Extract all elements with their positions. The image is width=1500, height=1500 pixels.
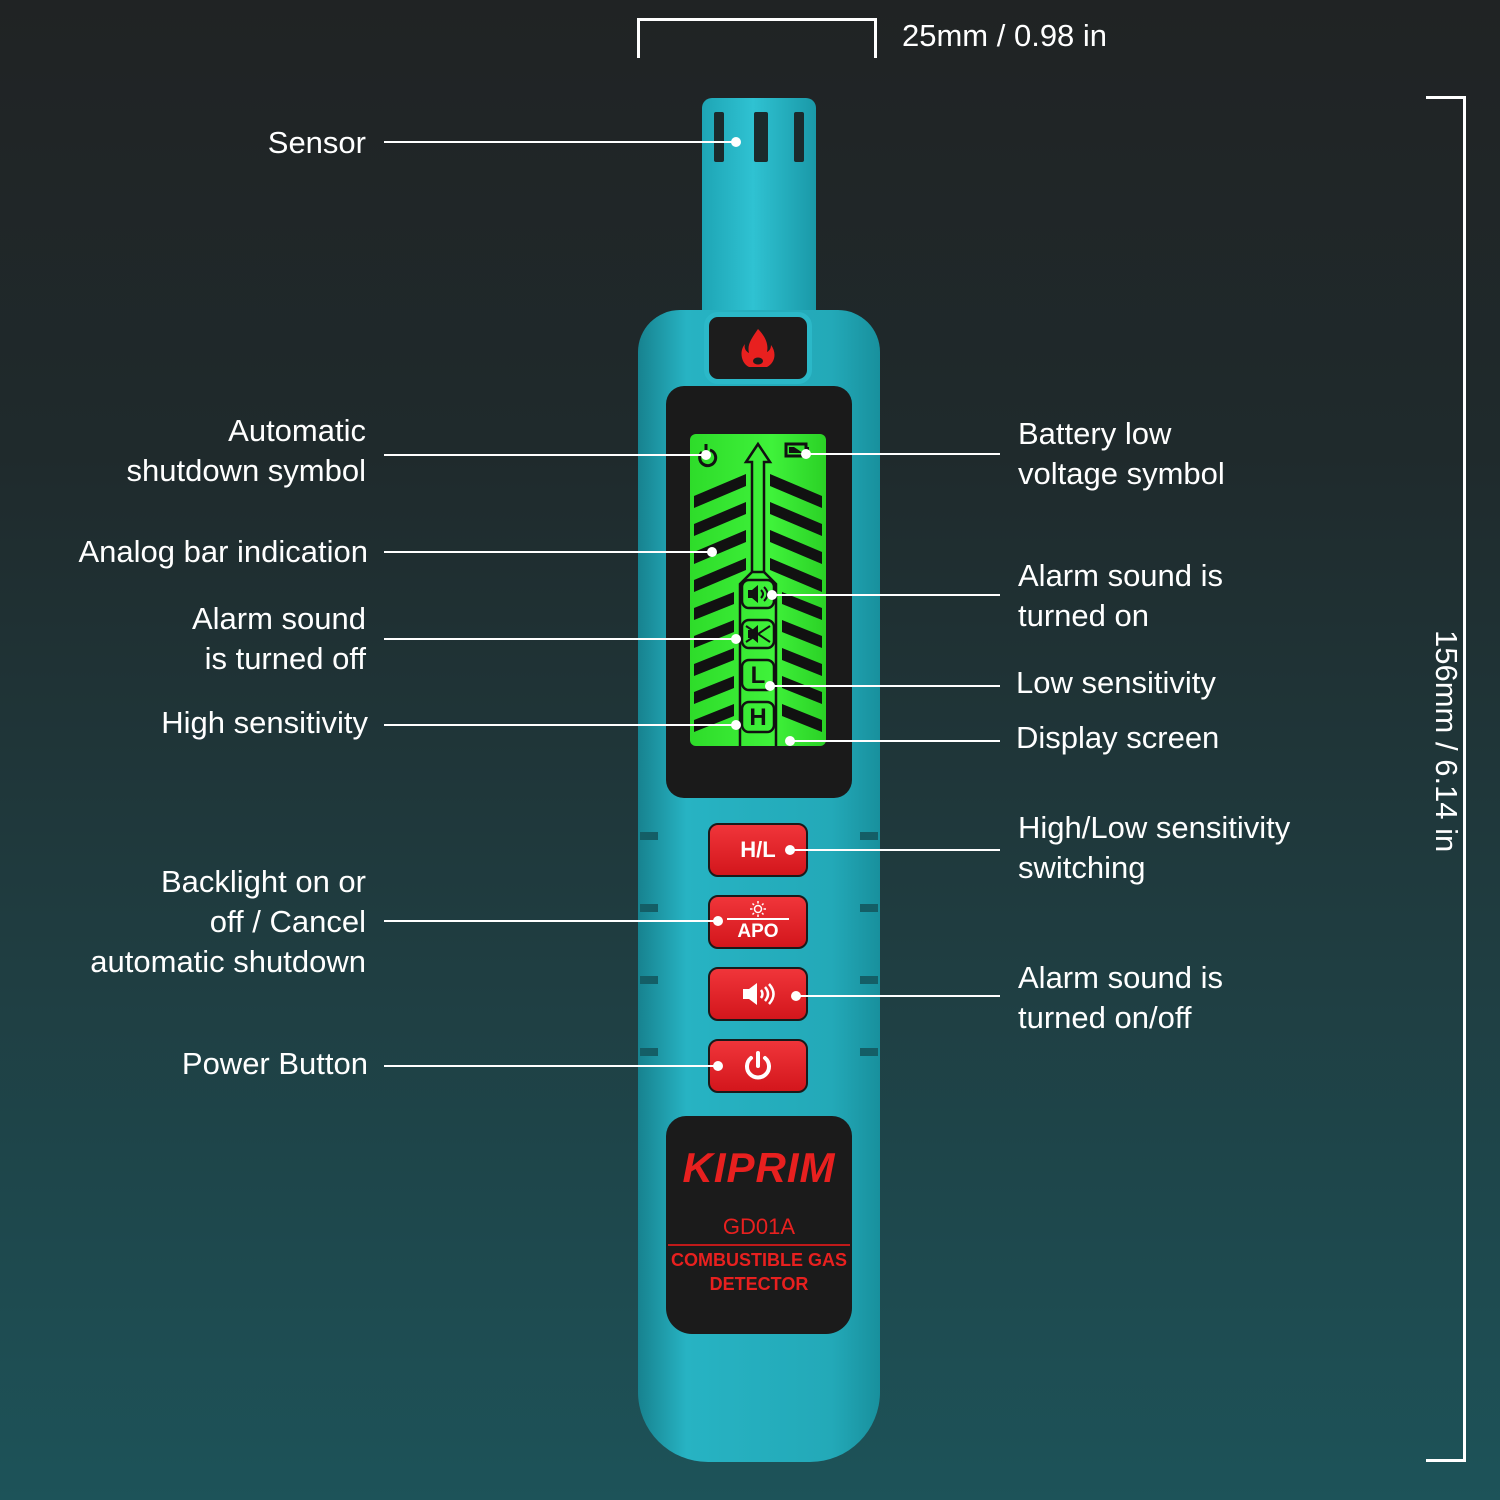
grip-notch: [640, 832, 658, 840]
arrow-up-icon: [738, 441, 778, 746]
brand-logo: KIPRIM: [682, 1144, 836, 1191]
callout-dot: [767, 590, 777, 600]
callout-dot: [785, 736, 795, 746]
callout-line: [384, 551, 712, 553]
callout-dot: [765, 681, 775, 691]
flame-indicator: [704, 312, 812, 384]
speaker-off-icon: [740, 618, 776, 650]
callout-analog-bar: Analog bar indication: [78, 534, 368, 569]
callout-dot: [713, 1061, 723, 1071]
power-icon: [745, 1051, 771, 1080]
callout-dot: [713, 916, 723, 926]
brand-divider: [668, 1244, 850, 1246]
grip-notch: [640, 1048, 658, 1056]
backlight-apo-button[interactable]: APO: [708, 895, 808, 949]
alarm-sound-button[interactable]: [708, 967, 808, 1021]
model-number: GD01A: [722, 1214, 796, 1239]
grip-notch: [640, 904, 658, 912]
grip-notch: [860, 1048, 878, 1056]
apo-divider: [727, 918, 789, 920]
height-dimension-label: 156mm / 6.14 in: [1429, 630, 1464, 853]
callout-dot: [731, 720, 741, 730]
grip-notch: [640, 976, 658, 984]
callout-high-sensitivity: High sensitivity: [161, 705, 368, 740]
callout-dot: [701, 450, 711, 460]
sensor-vent: [714, 112, 724, 162]
callout-display-screen: Display screen: [1016, 720, 1220, 755]
callout-line: [796, 995, 1000, 997]
callout-dot: [791, 991, 801, 1001]
callout-line: [790, 849, 1000, 851]
low-sensitivity-indicator: [740, 658, 776, 692]
hl-button-label: H/L: [740, 837, 776, 862]
callout-dot: [707, 547, 717, 557]
callout-low-sensitivity: Low sensitivity: [1016, 665, 1216, 700]
flame-icon: [741, 329, 775, 367]
callout-line: [806, 453, 1000, 455]
callout-line: [384, 141, 736, 143]
sensor-probe: [702, 98, 816, 318]
brand-panel: KIPRIM GD01A COMBUSTIBLE GAS DETECTOR: [666, 1116, 852, 1334]
apo-button-label: APO: [737, 921, 779, 942]
callout-line: [384, 454, 706, 456]
callout-dot: [785, 845, 795, 855]
callout-line: [384, 724, 736, 726]
speaker-icon: [743, 983, 775, 1005]
power-button[interactable]: [708, 1039, 808, 1093]
high-sensitivity-indicator: [740, 700, 776, 734]
high-sensitivity-letter: H: [749, 704, 767, 731]
callout-alarm-on: Alarm sound is turned on: [1018, 558, 1224, 633]
callout-battery-low: Battery low voltage symbol: [1018, 416, 1225, 491]
callout-backlight-apo: Backlight on or off / Cancel automatic s…: [90, 864, 366, 979]
callout-line: [772, 594, 1000, 596]
callout-alarm-off: Alarm sound is turned off: [191, 601, 366, 676]
callout-line: [770, 685, 1000, 687]
width-dimension-bracket: [637, 18, 877, 58]
low-sensitivity-letter: L: [750, 662, 766, 689]
width-dimension-label: 25mm / 0.98 in: [902, 18, 1108, 53]
callout-power-button: Power Button: [181, 1046, 368, 1081]
callout-line: [384, 1065, 718, 1067]
callout-auto-shutdown: Automatic shutdown symbol: [126, 413, 366, 488]
callout-sensor: Sensor: [267, 125, 366, 160]
callout-dot: [731, 634, 741, 644]
sensor-vent: [794, 112, 804, 162]
analog-bars: [694, 474, 822, 732]
callout-dot: [731, 137, 741, 147]
callout-line: [384, 920, 718, 922]
height-dimension-bracket: [1426, 96, 1466, 1462]
sensor-vent: [754, 112, 768, 162]
grip-notch: [860, 904, 878, 912]
callout-hl-switching: High/Low sensitivity switching: [1018, 810, 1291, 885]
callout-line: [384, 638, 736, 640]
product-description-line2: DETECTOR: [709, 1274, 809, 1294]
sun-icon: [750, 901, 766, 917]
callout-line: [790, 740, 1000, 742]
grip-notch: [860, 976, 878, 984]
grip-notch: [860, 832, 878, 840]
product-description-line1: COMBUSTIBLE GAS: [670, 1250, 847, 1270]
display-screen: L H: [690, 434, 826, 746]
callout-alarm-toggle: Alarm sound is turned on/off: [1018, 960, 1224, 1035]
callout-dot: [801, 449, 811, 459]
